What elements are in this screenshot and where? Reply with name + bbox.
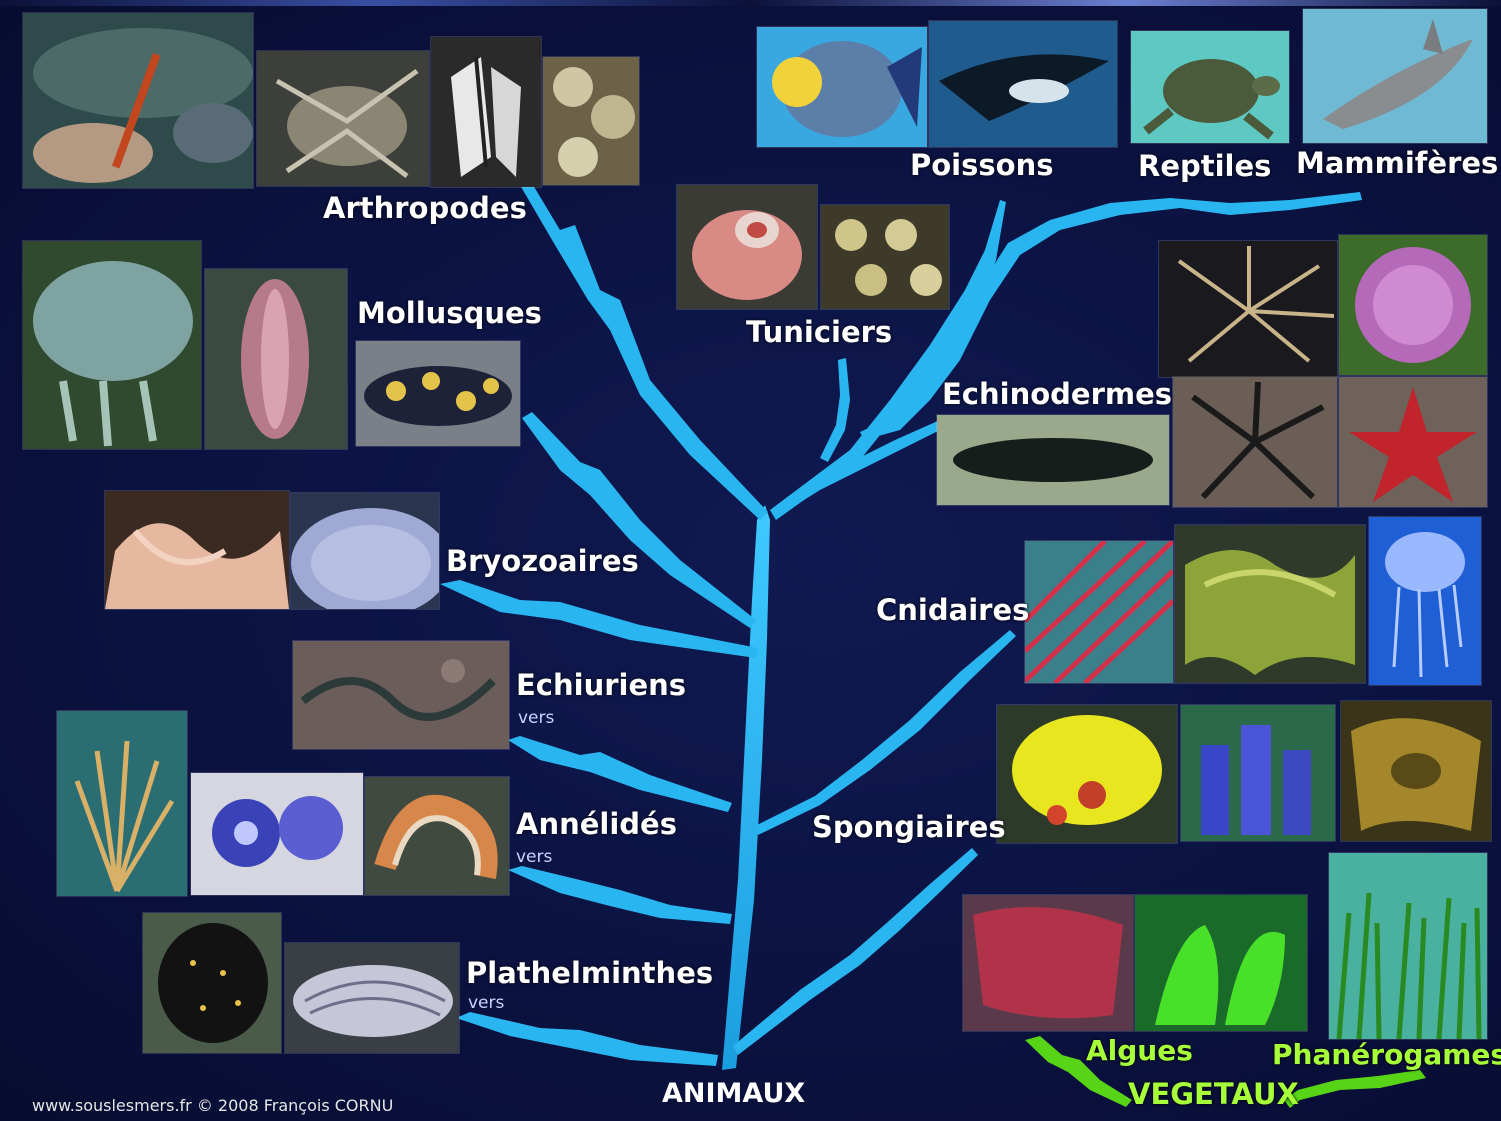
animaux-root-label: ANIMAUX [662,1078,805,1109]
cnidaires-label: Cnidaires [876,593,1029,627]
yellow-sponge-photo [996,704,1178,844]
vegetaux-root-label: VEGETAUX [1128,1077,1299,1111]
mammiferes-label: Mammifères [1296,146,1498,180]
echiuriens-sublabel: vers [518,708,554,728]
colonial-tunicate-photo [820,204,950,310]
bryozoaires-label: Bryozoaires [446,544,639,578]
barnacle-cluster-photo [542,56,640,186]
fireworm-photo [364,776,510,896]
green-algae-photo [1134,894,1308,1032]
seagrass-photo [1328,852,1488,1040]
barnacles-photo [430,36,542,188]
cuttlefish-photo [22,240,202,450]
spongiaires-label: Spongiaires [812,810,1006,844]
sea-cucumber-photo [936,414,1170,506]
echiurid-worm-photo [292,640,510,750]
brittle-star-photo [1172,376,1338,508]
bivalve-photo [204,268,348,450]
spongiaires-branch [733,848,978,1055]
poissons-label: Poissons [910,148,1053,182]
shark-photo [1302,8,1488,144]
mollusques-label: Mollusques [357,296,542,330]
sea-squirt-photo [676,184,818,310]
phanerogames-label: Phanérogames [1272,1038,1501,1071]
fan-worm-photo [56,710,188,897]
algues-label: Algues [1086,1034,1193,1067]
lace-bryozoan-photo [104,490,290,610]
red-algae-photo [962,894,1134,1032]
blue-tube-sponge-photo [1180,704,1336,842]
lobster-photo [22,12,254,189]
tuniciers-label: Tuniciers [746,315,892,349]
cnidaires-branch [755,630,1016,835]
annelides-sublabel: vers [516,847,552,867]
annelides-branch [508,866,732,924]
echinodermes-label: Echinodermes [942,377,1172,411]
encrusting-bryozoan-photo [290,492,440,610]
mollusques-branch [522,412,756,628]
phanerogames-branch [1284,1070,1426,1108]
sea-urchin-photo [1338,234,1488,376]
tuniciers-branch [820,358,850,462]
nudibranch-photo [355,340,521,447]
spider-crab-photo [256,50,430,187]
christmas-tree-worm-photo [190,772,364,896]
dark-flatworm-photo [142,912,282,1054]
annelides-label: Annélidés [516,807,677,841]
copyright-credit: www.souslesmers.fr © 2008 François CORNU [32,1096,393,1115]
reptiles-label: Reptiles [1138,149,1271,183]
plathelminthes-branch [456,1012,718,1066]
echinodermes-branch [776,420,944,515]
plathelminthes-label: Plathelminthes [466,956,713,990]
encrusting-sponge-photo [1340,700,1492,842]
echiuriens-label: Echiuriens [516,668,686,702]
angelfish-photo [756,26,928,148]
echiuriens-branch [508,736,732,812]
leather-coral-photo [1174,524,1366,684]
feather-star-photo [1158,240,1338,378]
red-starfish-photo [1338,376,1488,508]
manta-ray-photo [928,20,1118,148]
sea-fan-photo [1024,540,1174,684]
sea-turtle-photo [1130,30,1290,144]
striped-flatworm-photo [284,942,460,1054]
plathelminthes-sublabel: vers [468,993,504,1013]
jellyfish-photo [1368,516,1482,686]
arthropodes-label: Arthropodes [323,191,527,225]
trunk-branch [722,505,770,1070]
